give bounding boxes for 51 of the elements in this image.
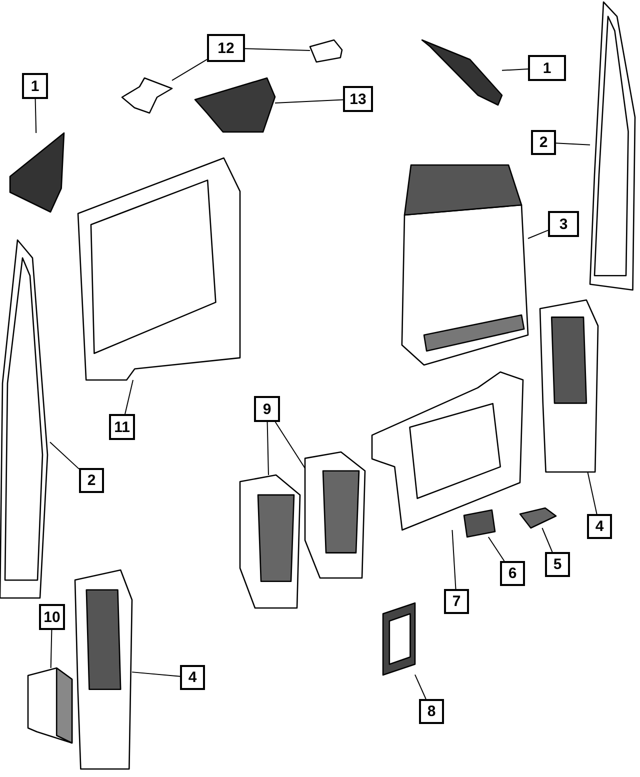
leader-line	[266, 422, 269, 476]
callout-number: 12	[207, 34, 245, 62]
cluster-bezel-drawing	[78, 158, 240, 380]
leader-line	[274, 99, 344, 104]
leader-line	[50, 630, 52, 668]
callout-number: 2	[79, 468, 104, 493]
leader-line	[414, 674, 426, 700]
leader-line	[488, 536, 505, 562]
leader-line	[34, 98, 37, 134]
leader-line	[172, 58, 208, 81]
callout-number: 6	[500, 561, 525, 586]
leader-line	[50, 442, 80, 470]
cover-drawing	[310, 40, 342, 62]
callout-number: 10	[39, 604, 65, 630]
leader-line	[452, 530, 456, 590]
storage-bin-drawing	[28, 668, 72, 743]
switch-drawing	[464, 510, 495, 537]
callout-number: 5	[545, 552, 570, 577]
trim-plate-drawing	[383, 603, 415, 675]
callout-number: 9	[254, 396, 280, 422]
pillar-trim-drawing	[590, 2, 635, 290]
leader-line	[244, 48, 310, 52]
speaker-grille-drawing	[422, 40, 502, 105]
clip-drawing	[122, 78, 172, 113]
leader-line	[542, 528, 553, 552]
leader-line	[556, 142, 590, 146]
air-vent-drawing	[240, 475, 300, 608]
leader-line	[124, 380, 134, 414]
switch-bezel-drawing	[195, 78, 275, 132]
callout-number: 7	[444, 589, 469, 614]
air-vent-drawing	[75, 570, 132, 769]
leader-line	[587, 472, 598, 514]
callout-number: 3	[548, 211, 579, 237]
cover-drawing	[520, 508, 556, 528]
leader-line	[502, 68, 528, 71]
callout-number: 1	[22, 73, 48, 99]
speaker-grille-drawing	[10, 133, 64, 212]
callout-number: 1	[528, 55, 566, 81]
air-vent-drawing	[305, 452, 365, 578]
leader-line	[132, 672, 180, 677]
trim-panel-drawing	[372, 372, 523, 530]
pillar-trim-drawing	[0, 240, 50, 598]
air-vent-drawing	[540, 300, 598, 472]
callout-number: 8	[419, 699, 444, 724]
callout-number: 4	[587, 514, 612, 539]
callout-number: 2	[531, 130, 556, 155]
callout-number: 4	[180, 665, 205, 690]
callout-number: 13	[343, 86, 373, 112]
callout-number: 11	[109, 414, 135, 440]
leader-line	[528, 230, 548, 239]
leader-line	[274, 422, 306, 469]
